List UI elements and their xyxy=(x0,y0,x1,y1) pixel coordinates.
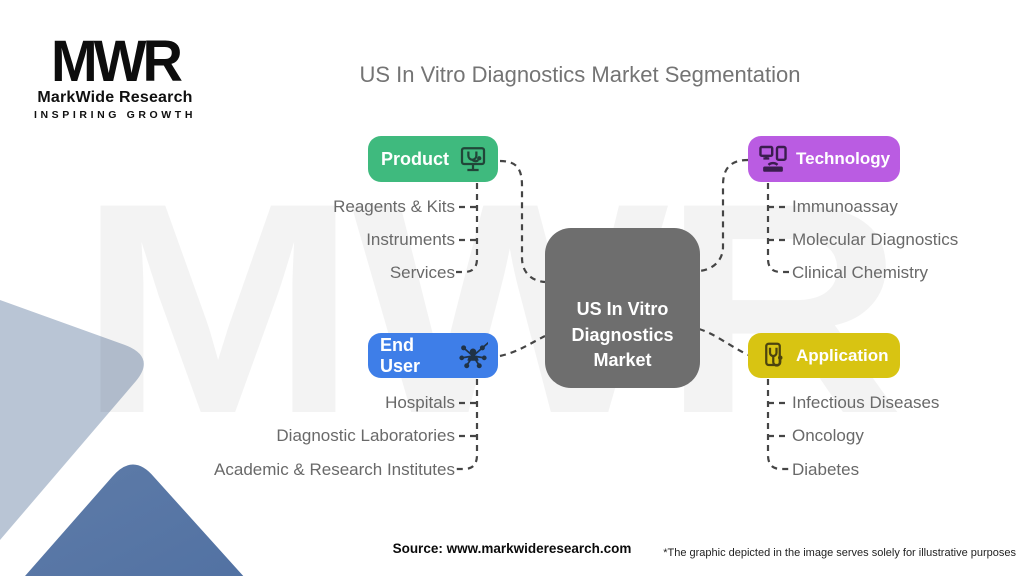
list-item: Molecular Diagnostics xyxy=(792,229,959,249)
connector-application-items xyxy=(766,379,789,471)
source-line: Source: www.markwideresearch.com xyxy=(392,541,632,556)
list-item: Clinical Chemistry xyxy=(792,262,929,282)
markwide-logo: MWR MarkWide Research INSPIRING GROWTH xyxy=(30,27,200,122)
list-item: Hospitals xyxy=(385,392,455,412)
segment-pill-enduser: End User xyxy=(368,333,498,378)
technology-items-list: Immunoassay Molecular Diagnostics Clinic… xyxy=(792,190,1024,289)
phone-stethoscope-icon xyxy=(765,342,783,367)
enduser-items-list: Hospitals Diagnostic Laboratories Academ… xyxy=(150,386,455,487)
list-item: Academic & Research Institutes xyxy=(214,459,455,479)
segment-label-application: Application xyxy=(796,345,889,365)
list-item: Infectious Diseases xyxy=(792,392,940,412)
connector-enduser-center xyxy=(499,335,546,358)
logo-name: MarkWide Research xyxy=(37,89,193,107)
monitor-stethoscope-icon xyxy=(460,147,486,172)
logo-acronym: MWR xyxy=(51,27,183,94)
segment-pill-technology: Technology xyxy=(748,136,900,182)
segment-pill-application: Application xyxy=(748,333,900,378)
list-item: Diagnostic Laboratories xyxy=(276,426,455,446)
decor-light-band xyxy=(0,300,144,540)
disclaimer-note: *The graphic depicted in the image serve… xyxy=(663,547,1016,559)
user-network-icon xyxy=(459,341,488,368)
application-items-list: Infectious Diseases Oncology Diabetes xyxy=(792,386,1024,487)
connector-technology-center xyxy=(698,158,749,273)
connector-application-center xyxy=(698,327,749,356)
connected-devices-icon xyxy=(759,145,787,172)
segment-label-product: Product xyxy=(381,148,450,169)
list-item: Instruments xyxy=(366,229,455,249)
list-item: Oncology xyxy=(792,426,864,446)
decor-dark-peak xyxy=(25,464,244,576)
connector-product-items xyxy=(456,183,479,274)
logo-tagline: INSPIRING GROWTH xyxy=(33,109,196,122)
segment-pill-product: Product xyxy=(368,136,498,182)
connector-enduser-items xyxy=(456,379,479,471)
center-market-label: US In Vitro Diagnostics Market xyxy=(571,299,674,371)
list-item: Immunoassay xyxy=(792,196,898,216)
connector-technology-items xyxy=(766,183,789,274)
segment-label-technology: Technology xyxy=(796,149,891,168)
segment-label-enduser: End User xyxy=(380,334,421,376)
list-item: Services xyxy=(389,262,455,282)
page-title: US In Vitro Diagnostics Market Segmentat… xyxy=(359,62,801,87)
connector-product-center xyxy=(499,159,546,284)
list-item: Reagents & Kits xyxy=(333,196,455,216)
center-market-node: US In Vitro Diagnostics Market xyxy=(545,228,700,388)
product-items-list: Reagents & Kits Instruments Services xyxy=(180,190,455,289)
list-item: Diabetes xyxy=(792,459,860,479)
